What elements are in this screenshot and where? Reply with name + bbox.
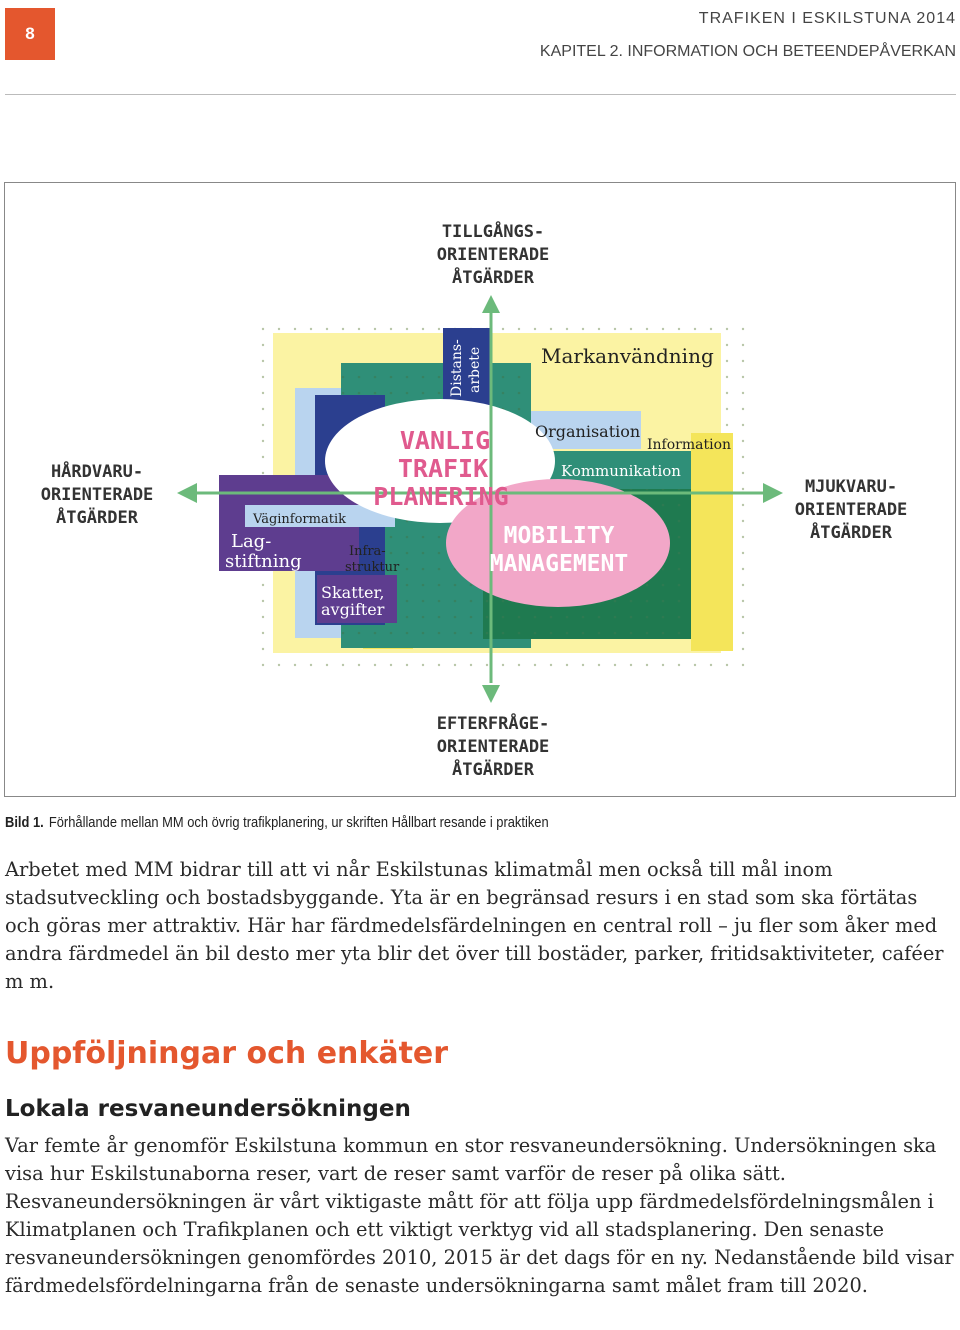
svg-text:arbete: arbete xyxy=(467,347,483,393)
svg-text:ORIENTERADE: ORIENTERADE xyxy=(795,500,908,520)
figure-caption: Bild 1.Förhållande mellan MM och övrig t… xyxy=(5,814,549,831)
mobility-management-ellipse xyxy=(446,479,670,607)
svg-text:TRAFIK: TRAFIK xyxy=(398,454,488,483)
section-heading: Uppföljningar och enkäter xyxy=(5,1036,449,1071)
header-divider xyxy=(5,94,956,95)
vanlig-planering-label: VANLIG TRAFIK PLANERING xyxy=(373,426,508,511)
vaginformatik-strip xyxy=(245,505,395,527)
vaginformatik-label: Väginformatik xyxy=(252,512,346,527)
distans-label: Distans- arbete xyxy=(449,339,483,397)
svg-text:EFTERFRÅGE-: EFTERFRÅGE- xyxy=(437,711,550,734)
running-title: TRAFIKEN I ESKILSTUNA 2014 xyxy=(698,10,956,27)
arrow-heads xyxy=(177,295,783,703)
svg-text:ORIENTERADE: ORIENTERADE xyxy=(437,245,550,265)
axis-arrows xyxy=(195,311,765,683)
svg-text:ÅTGÄRDER: ÅTGÄRDER xyxy=(452,757,535,780)
kommunikation-label: Kommunikation xyxy=(561,462,681,480)
skatter-block xyxy=(317,575,397,623)
svg-text:MANAGEMENT: MANAGEMENT xyxy=(490,551,628,577)
svg-text:PLANERING: PLANERING xyxy=(373,482,508,511)
svg-text:TILLGÅNGS-: TILLGÅNGS- xyxy=(442,219,544,242)
information-strip xyxy=(691,433,733,651)
page-number-badge: 8 xyxy=(5,8,55,60)
svg-text:Lag-: Lag- xyxy=(231,531,271,552)
svg-text:ÅTGÄRDER: ÅTGÄRDER xyxy=(56,505,139,528)
svg-text:MOBILITY: MOBILITY xyxy=(504,523,615,549)
markanvandning-label: Markanvändning xyxy=(541,344,714,368)
left-axis-label: HÅRDVARU- ORIENTERADE ÅTGÄRDER xyxy=(41,459,154,528)
figure-frame: TILLGÅNGS- ORIENTERADE ÅTGÄRDER EFTERFRÅ… xyxy=(4,182,956,797)
caption-label: Bild 1. xyxy=(5,814,44,831)
svg-text:ÅTGÄRDER: ÅTGÄRDER xyxy=(452,265,535,288)
mm-diagram: TILLGÅNGS- ORIENTERADE ÅTGÄRDER EFTERFRÅ… xyxy=(41,219,908,780)
lagstiftning-label: Lag- stiftning xyxy=(225,531,302,572)
body-paragraph-1: Arbetet med MM bidrar till att vi når Es… xyxy=(5,858,944,993)
svg-text:struktur: struktur xyxy=(345,560,400,575)
svg-text:HÅRDVARU-: HÅRDVARU- xyxy=(51,459,143,482)
bottom-axis-label: EFTERFRÅGE- ORIENTERADE ÅTGÄRDER xyxy=(437,711,550,780)
svg-text:ÅTGÄRDER: ÅTGÄRDER xyxy=(810,520,893,543)
svg-text:ORIENTERADE: ORIENTERADE xyxy=(41,485,154,505)
svg-text:avgifter: avgifter xyxy=(321,600,385,619)
body-paragraph-2: Var femte år genomför Eskilstuna kommun … xyxy=(5,1134,954,1297)
svg-text:Infra-: Infra- xyxy=(349,544,386,559)
subsection-heading: Lokala resvaneundersökningen xyxy=(5,1096,411,1122)
svg-text:Distans-: Distans- xyxy=(449,339,465,397)
svg-text:ORIENTERADE: ORIENTERADE xyxy=(437,737,550,757)
mobility-management-label: MOBILITY MANAGEMENT xyxy=(490,523,628,577)
right-axis-label: MJUKVARU- ORIENTERADE ÅTGÄRDER xyxy=(795,477,908,543)
svg-text:Skatter,: Skatter, xyxy=(321,583,385,602)
top-axis-label: TILLGÅNGS- ORIENTERADE ÅTGÄRDER xyxy=(437,219,550,288)
information-label: Information xyxy=(647,437,731,453)
infrastruktur-label: Infra- struktur xyxy=(345,544,400,575)
organisation-label: Organisation xyxy=(535,422,640,441)
caption-text: Förhållande mellan MM och övrig trafikpl… xyxy=(48,814,549,831)
page-number: 8 xyxy=(25,24,35,43)
svg-text:stiftning: stiftning xyxy=(225,551,302,572)
svg-text:VANLIG: VANLIG xyxy=(400,426,490,455)
svg-text:MJUKVARU-: MJUKVARU- xyxy=(805,477,897,497)
skatter-label: Skatter, avgifter xyxy=(321,583,385,619)
chapter-title: KAPITEL 2. INFORMATION OCH BETEENDEPÅVER… xyxy=(539,43,956,60)
